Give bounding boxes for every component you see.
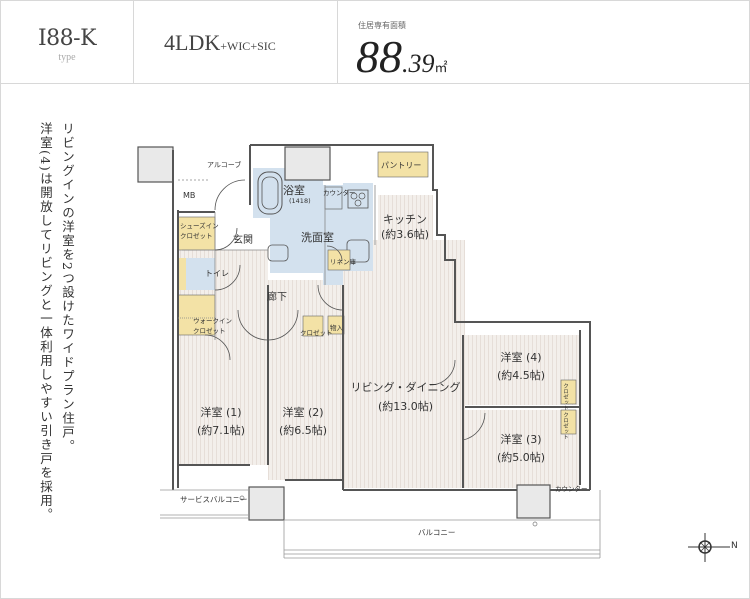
compass-icon	[688, 533, 730, 562]
entrance-label: 玄関	[233, 235, 253, 246]
closet-room3-label: クロゼット	[562, 412, 568, 440]
kitchen-label: キッチン(約3.6帖)	[380, 213, 430, 241]
pantry-label: パントリー	[381, 161, 422, 170]
balconies	[160, 489, 601, 559]
linen-label: リネン庫	[330, 258, 356, 266]
hallway-label: 廊下	[267, 292, 287, 303]
room2-label: 洋室 (2)(約6.5帖)	[278, 406, 328, 437]
type-cell: I88-K type	[0, 0, 134, 84]
area-dec: .39	[402, 49, 435, 78]
area-label: 住居専有面積	[358, 21, 406, 30]
washroom-label: 洗面室	[301, 231, 334, 244]
mb-label: MB	[183, 191, 196, 200]
living-label: リビング・ダイニング(約13.0帖)	[350, 381, 461, 413]
counter-label-2: カウンター	[555, 485, 588, 493]
storage-areas	[177, 151, 577, 435]
plan-header: I88-K type 4LDK+WIC+SIC 住居専有面積 88.39㎡	[0, 0, 750, 84]
north-label: N	[731, 541, 738, 551]
walls	[172, 144, 591, 491]
wic-label: ウォークインクロゼット	[193, 317, 232, 335]
balcony-label: バルコニー	[418, 528, 456, 537]
layout-suffix: +WIC+SIC	[220, 39, 276, 53]
shoes-closet-label: シューズインクロゼット	[180, 222, 219, 240]
bath-size: (1418)	[289, 197, 311, 205]
description-line-2: 洋室(4)は開放してリビングと一体利用しやすい引き戸を採用。	[38, 122, 53, 523]
type-sub-label: type	[58, 52, 76, 63]
counter-label-1: カウンター	[323, 189, 356, 197]
area-value: 88.39㎡	[356, 30, 448, 83]
closet-room4-label: クロゼット	[562, 383, 568, 411]
description-line-1: リビングインの洋室を2つ設けたワイドプラン住戸。	[60, 122, 75, 454]
room4-label: 洋室 (4)(約4.5帖)	[496, 351, 546, 382]
layout-main: 4LDK	[164, 30, 221, 55]
storage-label: 物入	[330, 324, 343, 332]
service-balcony-label: サービスバルコニー	[180, 495, 248, 504]
room3-label: 洋室 (3)(約5.0帖)	[496, 433, 546, 464]
area-cell: 住居専有面積 88.39㎡	[338, 0, 750, 84]
door-swings	[204, 179, 486, 441]
area-int: 88	[356, 31, 402, 82]
hall-closet-label: クロゼット	[300, 329, 333, 337]
area-unit: ㎡	[434, 60, 448, 75]
bath-label: 浴室	[283, 184, 305, 197]
alcove-label: アルコーブ	[207, 161, 242, 169]
layout-cell: 4LDK+WIC+SIC	[134, 0, 338, 84]
toilet-label: トイレ	[205, 269, 229, 278]
room1-label: 洋室 (1)(約7.1帖)	[196, 406, 246, 437]
type-code: I88-K	[37, 26, 97, 51]
layout-type: 4LDK+WIC+SIC	[164, 30, 276, 56]
columns	[137, 146, 551, 521]
